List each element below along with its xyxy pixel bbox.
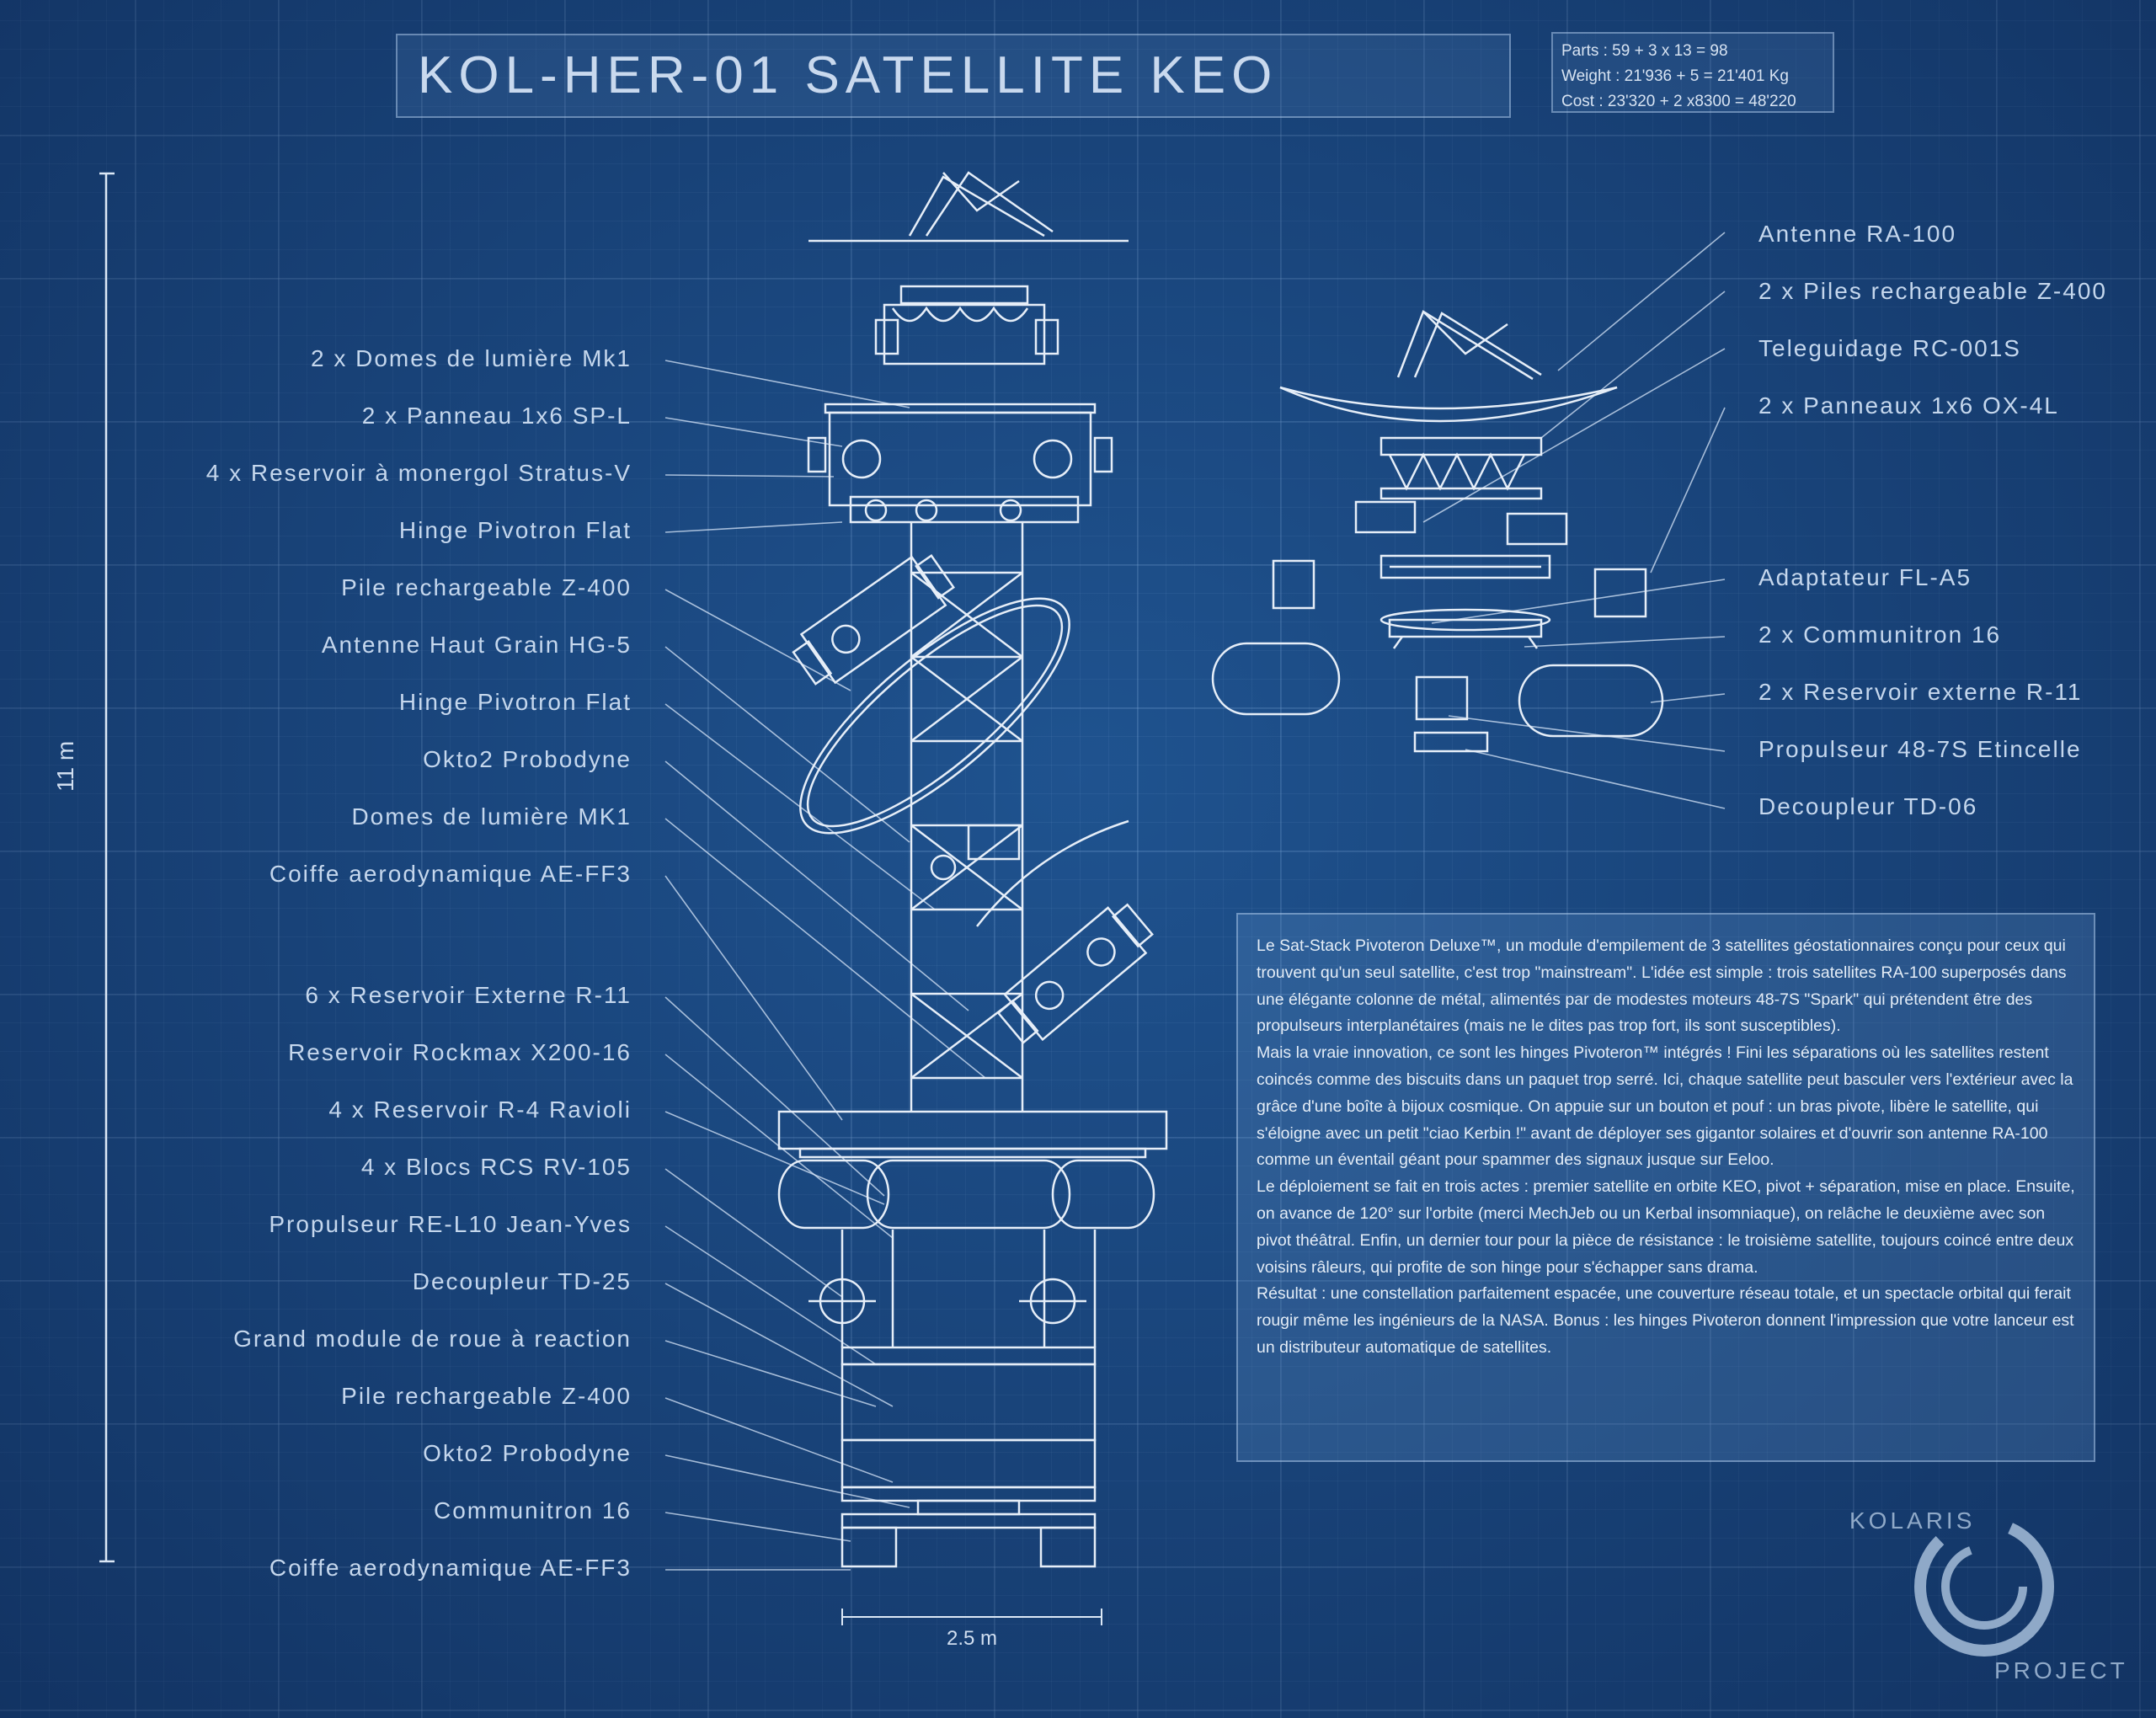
left-label: Pile rechargeable Z-400 bbox=[341, 1383, 632, 1409]
stats-box: Parts : 59 + 3 x 13 = 98 Weight : 21'936… bbox=[1551, 32, 1834, 113]
left-label: Hinge Pivotron Flat bbox=[398, 689, 632, 715]
height-dimension-line bbox=[99, 172, 115, 1563]
right-label: Antenne RA-100 bbox=[1758, 221, 1957, 247]
rocket-stack bbox=[777, 171, 1168, 1568]
width-dimension-label: 2.5 m bbox=[947, 1627, 998, 1650]
left-label: 2 x Panneau 1x6 SP-L bbox=[361, 403, 632, 429]
right-label: Decoupleur TD-06 bbox=[1758, 793, 1978, 819]
exploded-satellite bbox=[1211, 310, 1664, 753]
right-label: 2 x Communitron 16 bbox=[1758, 622, 2002, 648]
left-label: 4 x Reservoir R-4 Ravioli bbox=[328, 1096, 632, 1123]
left-label: Decoupleur TD-25 bbox=[412, 1268, 632, 1294]
logo-text-top: KOLARIS bbox=[1849, 1507, 1976, 1534]
left-label: 4 x Blocs RCS RV-105 bbox=[360, 1154, 632, 1180]
left-label: Reservoir Rockmax X200-16 bbox=[288, 1039, 632, 1065]
left-label: Okto2 Probodyne bbox=[423, 746, 632, 772]
description-box: Le Sat-Stack Pivoteron Deluxe™, un modul… bbox=[1236, 913, 2095, 1462]
title-box: KOL-HER-01 SATELLITE KEO bbox=[396, 34, 1511, 118]
description-paragraph: Résultat : une constellation parfaitemen… bbox=[1257, 1284, 2074, 1357]
left-label: Hinge Pivotron Flat bbox=[398, 517, 632, 543]
stats-cost: Cost : 23'320 + 2 x8300 = 48'220 bbox=[1561, 93, 1796, 110]
kolaris-logo-icon bbox=[1914, 1517, 2054, 1657]
stats-parts: Parts : 59 + 3 x 13 = 98 bbox=[1561, 42, 1728, 60]
stats-weight: Weight : 21'936 + 5 = 21'401 Kg bbox=[1561, 67, 1789, 85]
left-label: 6 x Reservoir Externe R-11 bbox=[305, 982, 632, 1008]
left-label: 2 x Domes de lumière Mk1 bbox=[310, 345, 632, 371]
right-label: Adaptateur FL-A5 bbox=[1758, 564, 1972, 590]
height-dimension-label: 11 m bbox=[52, 740, 78, 792]
right-label: 2 x Reservoir externe R-11 bbox=[1758, 679, 2083, 705]
logo-text-bottom: PROJECT bbox=[1994, 1657, 2128, 1683]
description-paragraph: Le déploiement se fait en trois actes : … bbox=[1257, 1177, 2075, 1277]
right-label: 2 x Piles rechargeable Z-400 bbox=[1758, 278, 2107, 304]
description-paragraph: Mais la vraie innovation, ce sont les hi… bbox=[1257, 1043, 2073, 1170]
left-label: 4 x Reservoir à monergol Stratus-V bbox=[205, 460, 632, 486]
left-label: Domes de lumière MK1 bbox=[351, 803, 632, 830]
left-label: Communitron 16 bbox=[434, 1497, 632, 1523]
left-label: Okto2 Probodyne bbox=[423, 1440, 632, 1466]
left-label: Coiffe aerodynamique AE-FF3 bbox=[269, 1555, 632, 1581]
right-leader-lines bbox=[1422, 232, 1726, 809]
left-label: Coiffe aerodynamique AE-FF3 bbox=[269, 861, 632, 887]
right-label: 2 x Panneaux 1x6 OX-4L bbox=[1758, 392, 2059, 419]
left-label: Antenne Haut Grain HG-5 bbox=[321, 632, 632, 658]
page-title: KOL-HER-01 SATELLITE KEO bbox=[418, 46, 1278, 104]
right-label: Teleguidage RC-001S bbox=[1758, 335, 2021, 361]
left-label: Grand module de roue à reaction bbox=[233, 1326, 632, 1352]
right-label: Propulseur 48-7S Etincelle bbox=[1758, 736, 2082, 762]
left-leader-lines bbox=[664, 360, 986, 1571]
left-label: Propulseur RE-L10 Jean-Yves bbox=[269, 1211, 632, 1237]
description-paragraph: Le Sat-Stack Pivoteron Deluxe™, un modul… bbox=[1257, 936, 2067, 1036]
width-dimension-line bbox=[841, 1609, 1102, 1625]
left-label: Pile rechargeable Z-400 bbox=[341, 574, 632, 600]
